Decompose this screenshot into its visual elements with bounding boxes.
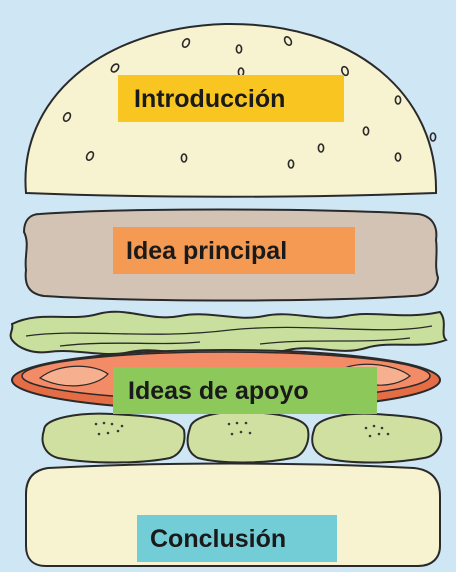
label-main-idea: Idea principal	[113, 227, 355, 274]
label-supporting-ideas: Ideas de apoyo	[113, 367, 377, 414]
sesame-seeds	[62, 36, 437, 169]
pickle-seeds	[94, 421, 390, 438]
label-conclusion: Conclusión	[137, 515, 337, 562]
label-introduction: Introducción	[118, 75, 344, 122]
pickles	[41, 410, 443, 464]
lettuce-veins	[25, 325, 433, 347]
